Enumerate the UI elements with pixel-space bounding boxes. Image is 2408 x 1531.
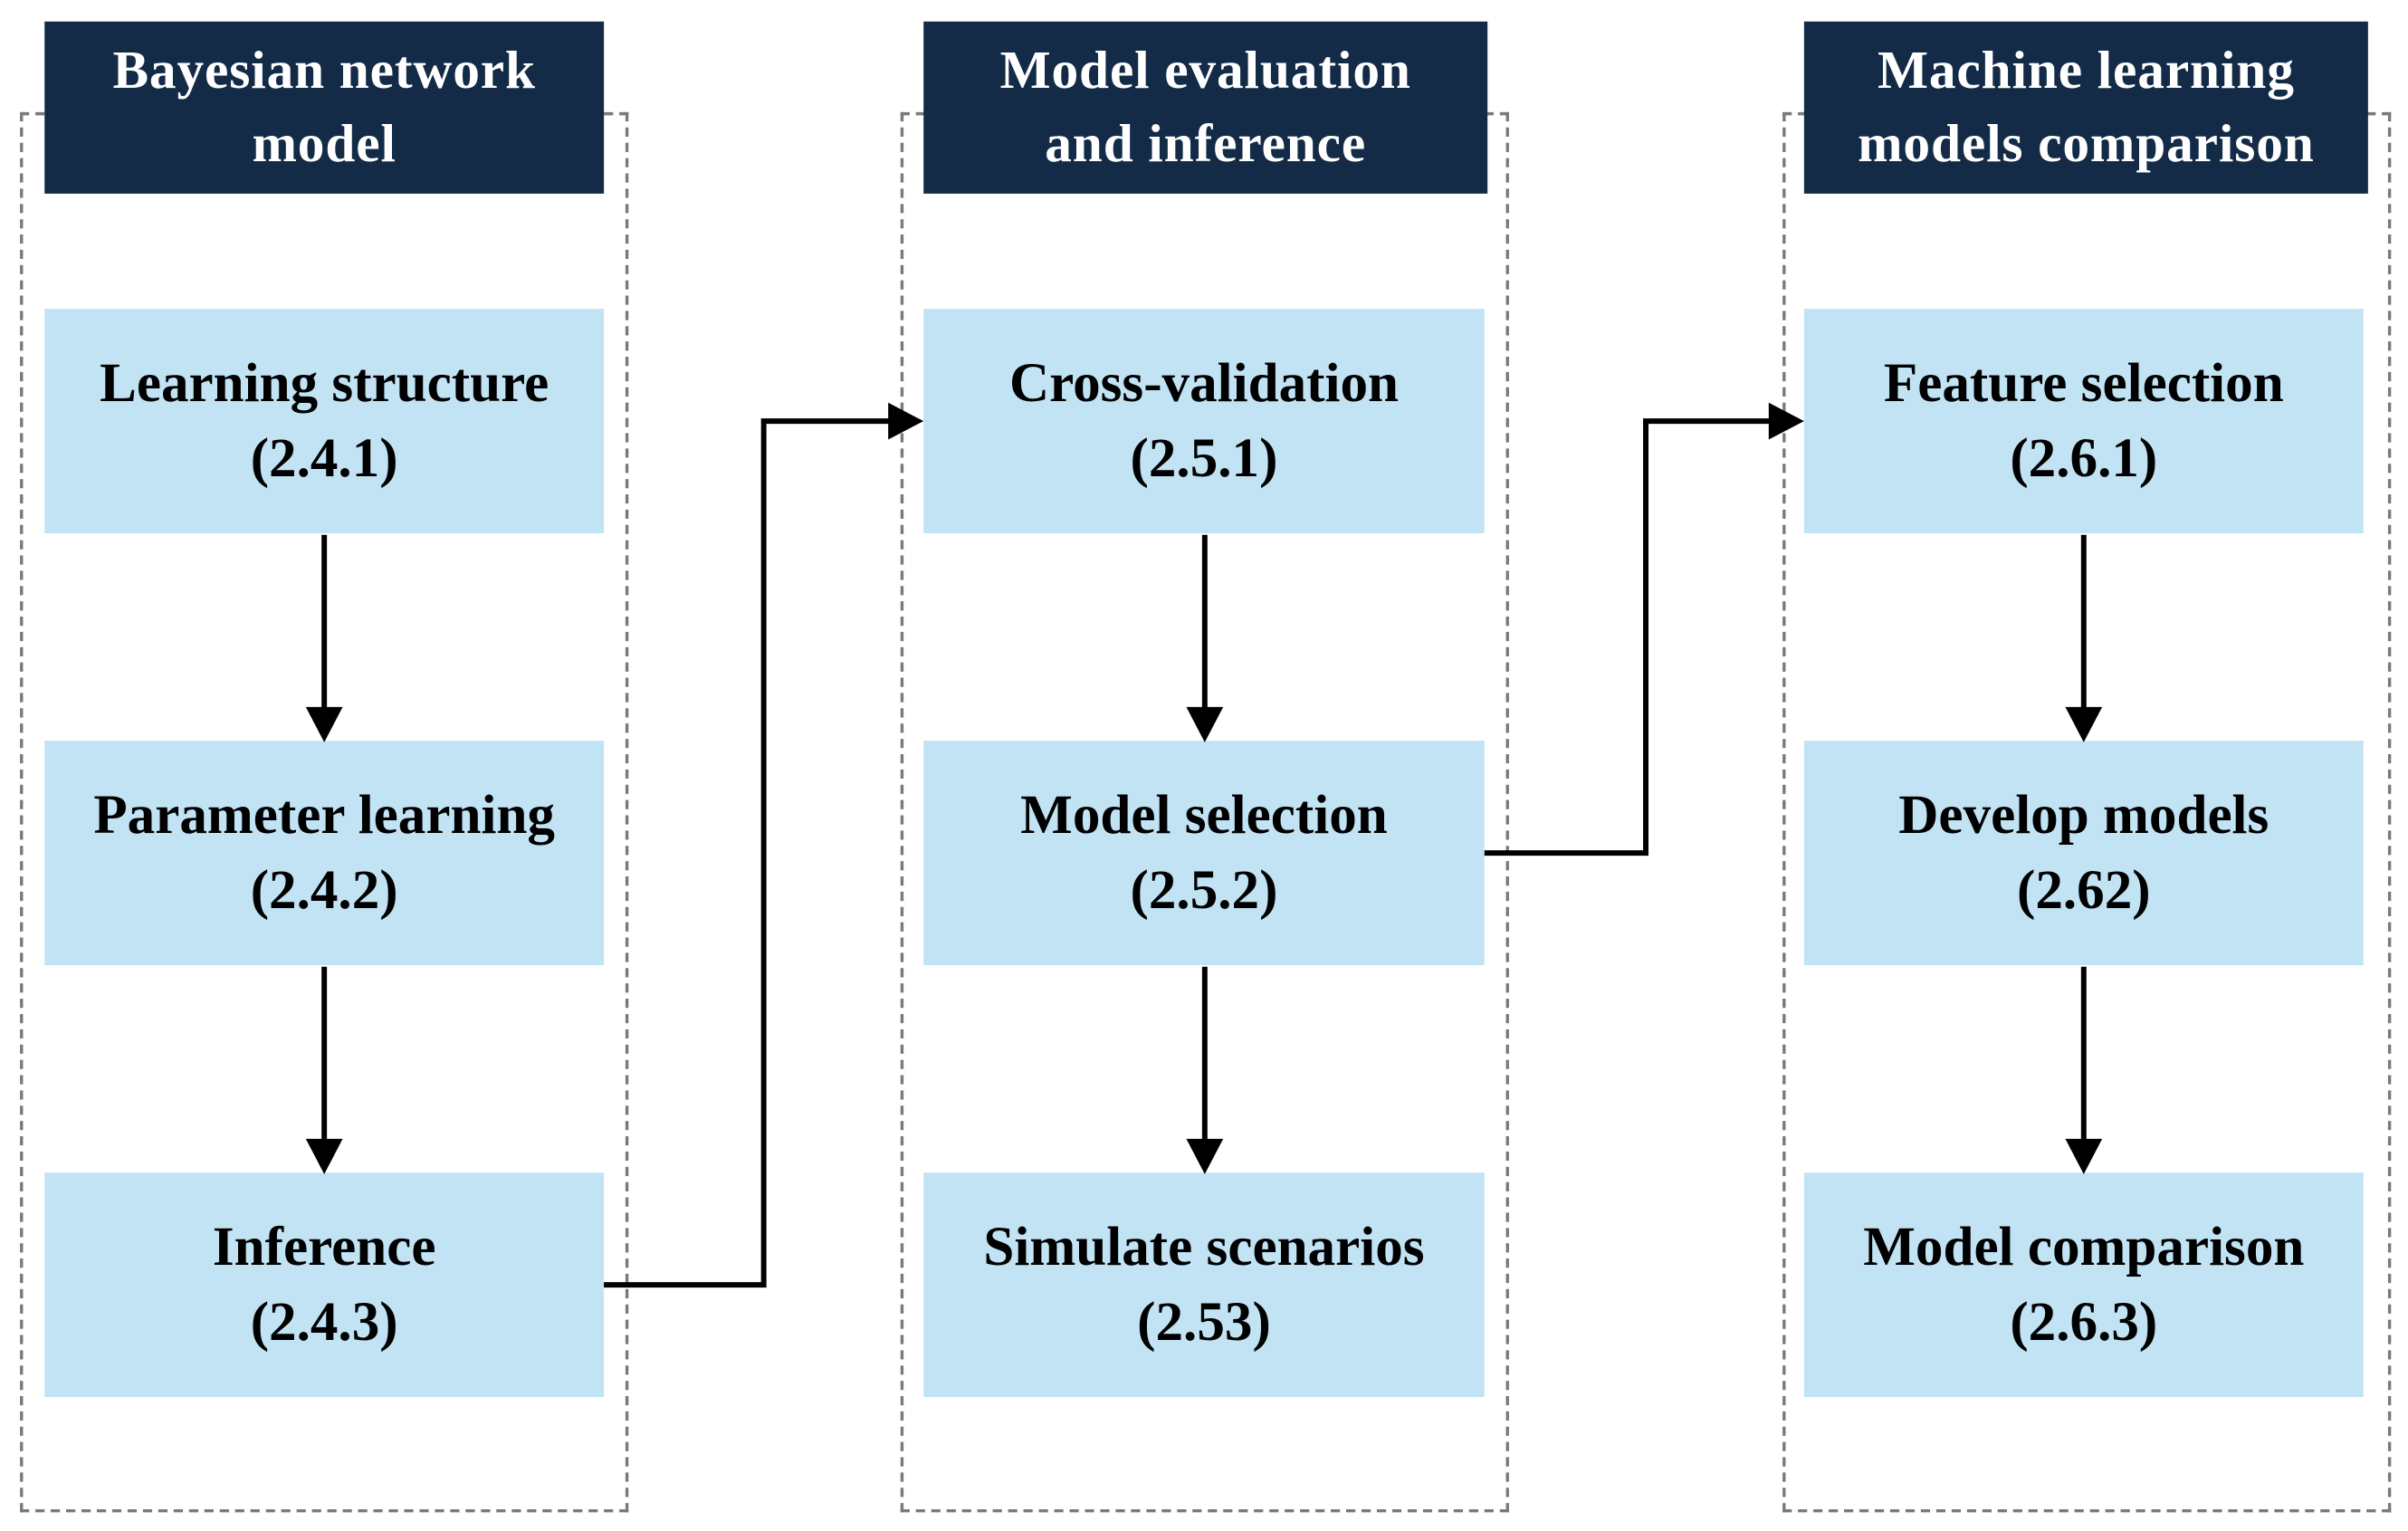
step-title: Develop models	[1898, 783, 2269, 846]
step-cross-validation: Cross-validation (2.5.1)	[923, 309, 1485, 534]
step-code: (2.4.2)	[250, 858, 398, 921]
step-model-selection: Model selection (2.5.2)	[923, 741, 1485, 966]
step-title: Simulate scenarios	[983, 1215, 1425, 1277]
step-title: Model selection	[1020, 783, 1388, 846]
step-title: Inference	[212, 1215, 436, 1277]
step-code: (2.4.3)	[250, 1290, 398, 1353]
step-inference: Inference (2.4.3)	[44, 1172, 605, 1398]
header-line-1: Model evaluation	[999, 40, 1411, 100]
header-ml-comparison: Machine learning models comparison	[1803, 21, 2368, 194]
step-code: (2.4.1)	[250, 426, 398, 489]
header-line-1: Machine learning	[1877, 40, 2295, 100]
step-title: Cross-validation	[1008, 351, 1400, 414]
arrowhead	[2065, 706, 2103, 742]
step-learning-structure: Learning structure (2.4.1)	[44, 309, 605, 534]
arrowhead	[1186, 706, 1224, 742]
step-title: Learning structure	[100, 351, 549, 414]
arrowhead	[305, 706, 343, 742]
arrow-model-selection-to-feature-selection	[1484, 418, 1773, 856]
step-title: Feature selection	[1883, 351, 2284, 414]
step-simulate-scenarios: Simulate scenarios (2.53)	[923, 1172, 1485, 1398]
step-title: Parameter learning	[93, 783, 555, 846]
header-bayesian-network: Bayesian network model	[44, 21, 605, 194]
header-line-2: models comparison	[1858, 113, 2315, 174]
arrow-inference-to-cross-validation	[604, 418, 892, 1288]
step-code: (2.6.1)	[2010, 426, 2158, 489]
step-code: (2.6.3)	[2010, 1290, 2158, 1353]
arrowhead	[1186, 1138, 1224, 1174]
arrowhead	[888, 402, 924, 440]
step-develop-models: Develop models (2.62)	[1803, 741, 2364, 966]
step-feature-selection: Feature selection (2.6.1)	[1803, 309, 2364, 534]
arrowhead	[2065, 1138, 2103, 1174]
arrowhead	[305, 1138, 343, 1174]
step-code: (2.53)	[1137, 1290, 1271, 1353]
step-code: (2.62)	[2016, 858, 2151, 921]
header-line-2: model	[252, 113, 397, 174]
step-parameter-learning: Parameter learning (2.4.2)	[44, 741, 605, 966]
step-code: (2.5.2)	[1130, 858, 1278, 921]
step-code: (2.5.1)	[1130, 426, 1278, 489]
step-title: Model comparison	[1863, 1215, 2305, 1277]
step-model-comparison: Model comparison (2.6.3)	[1803, 1172, 2364, 1398]
header-line-1: Bayesian network	[112, 40, 536, 100]
arrowhead	[1768, 402, 1804, 440]
header-line-2: and inference	[1045, 113, 1367, 174]
header-model-evaluation: Model evaluation and inference	[923, 21, 1488, 194]
